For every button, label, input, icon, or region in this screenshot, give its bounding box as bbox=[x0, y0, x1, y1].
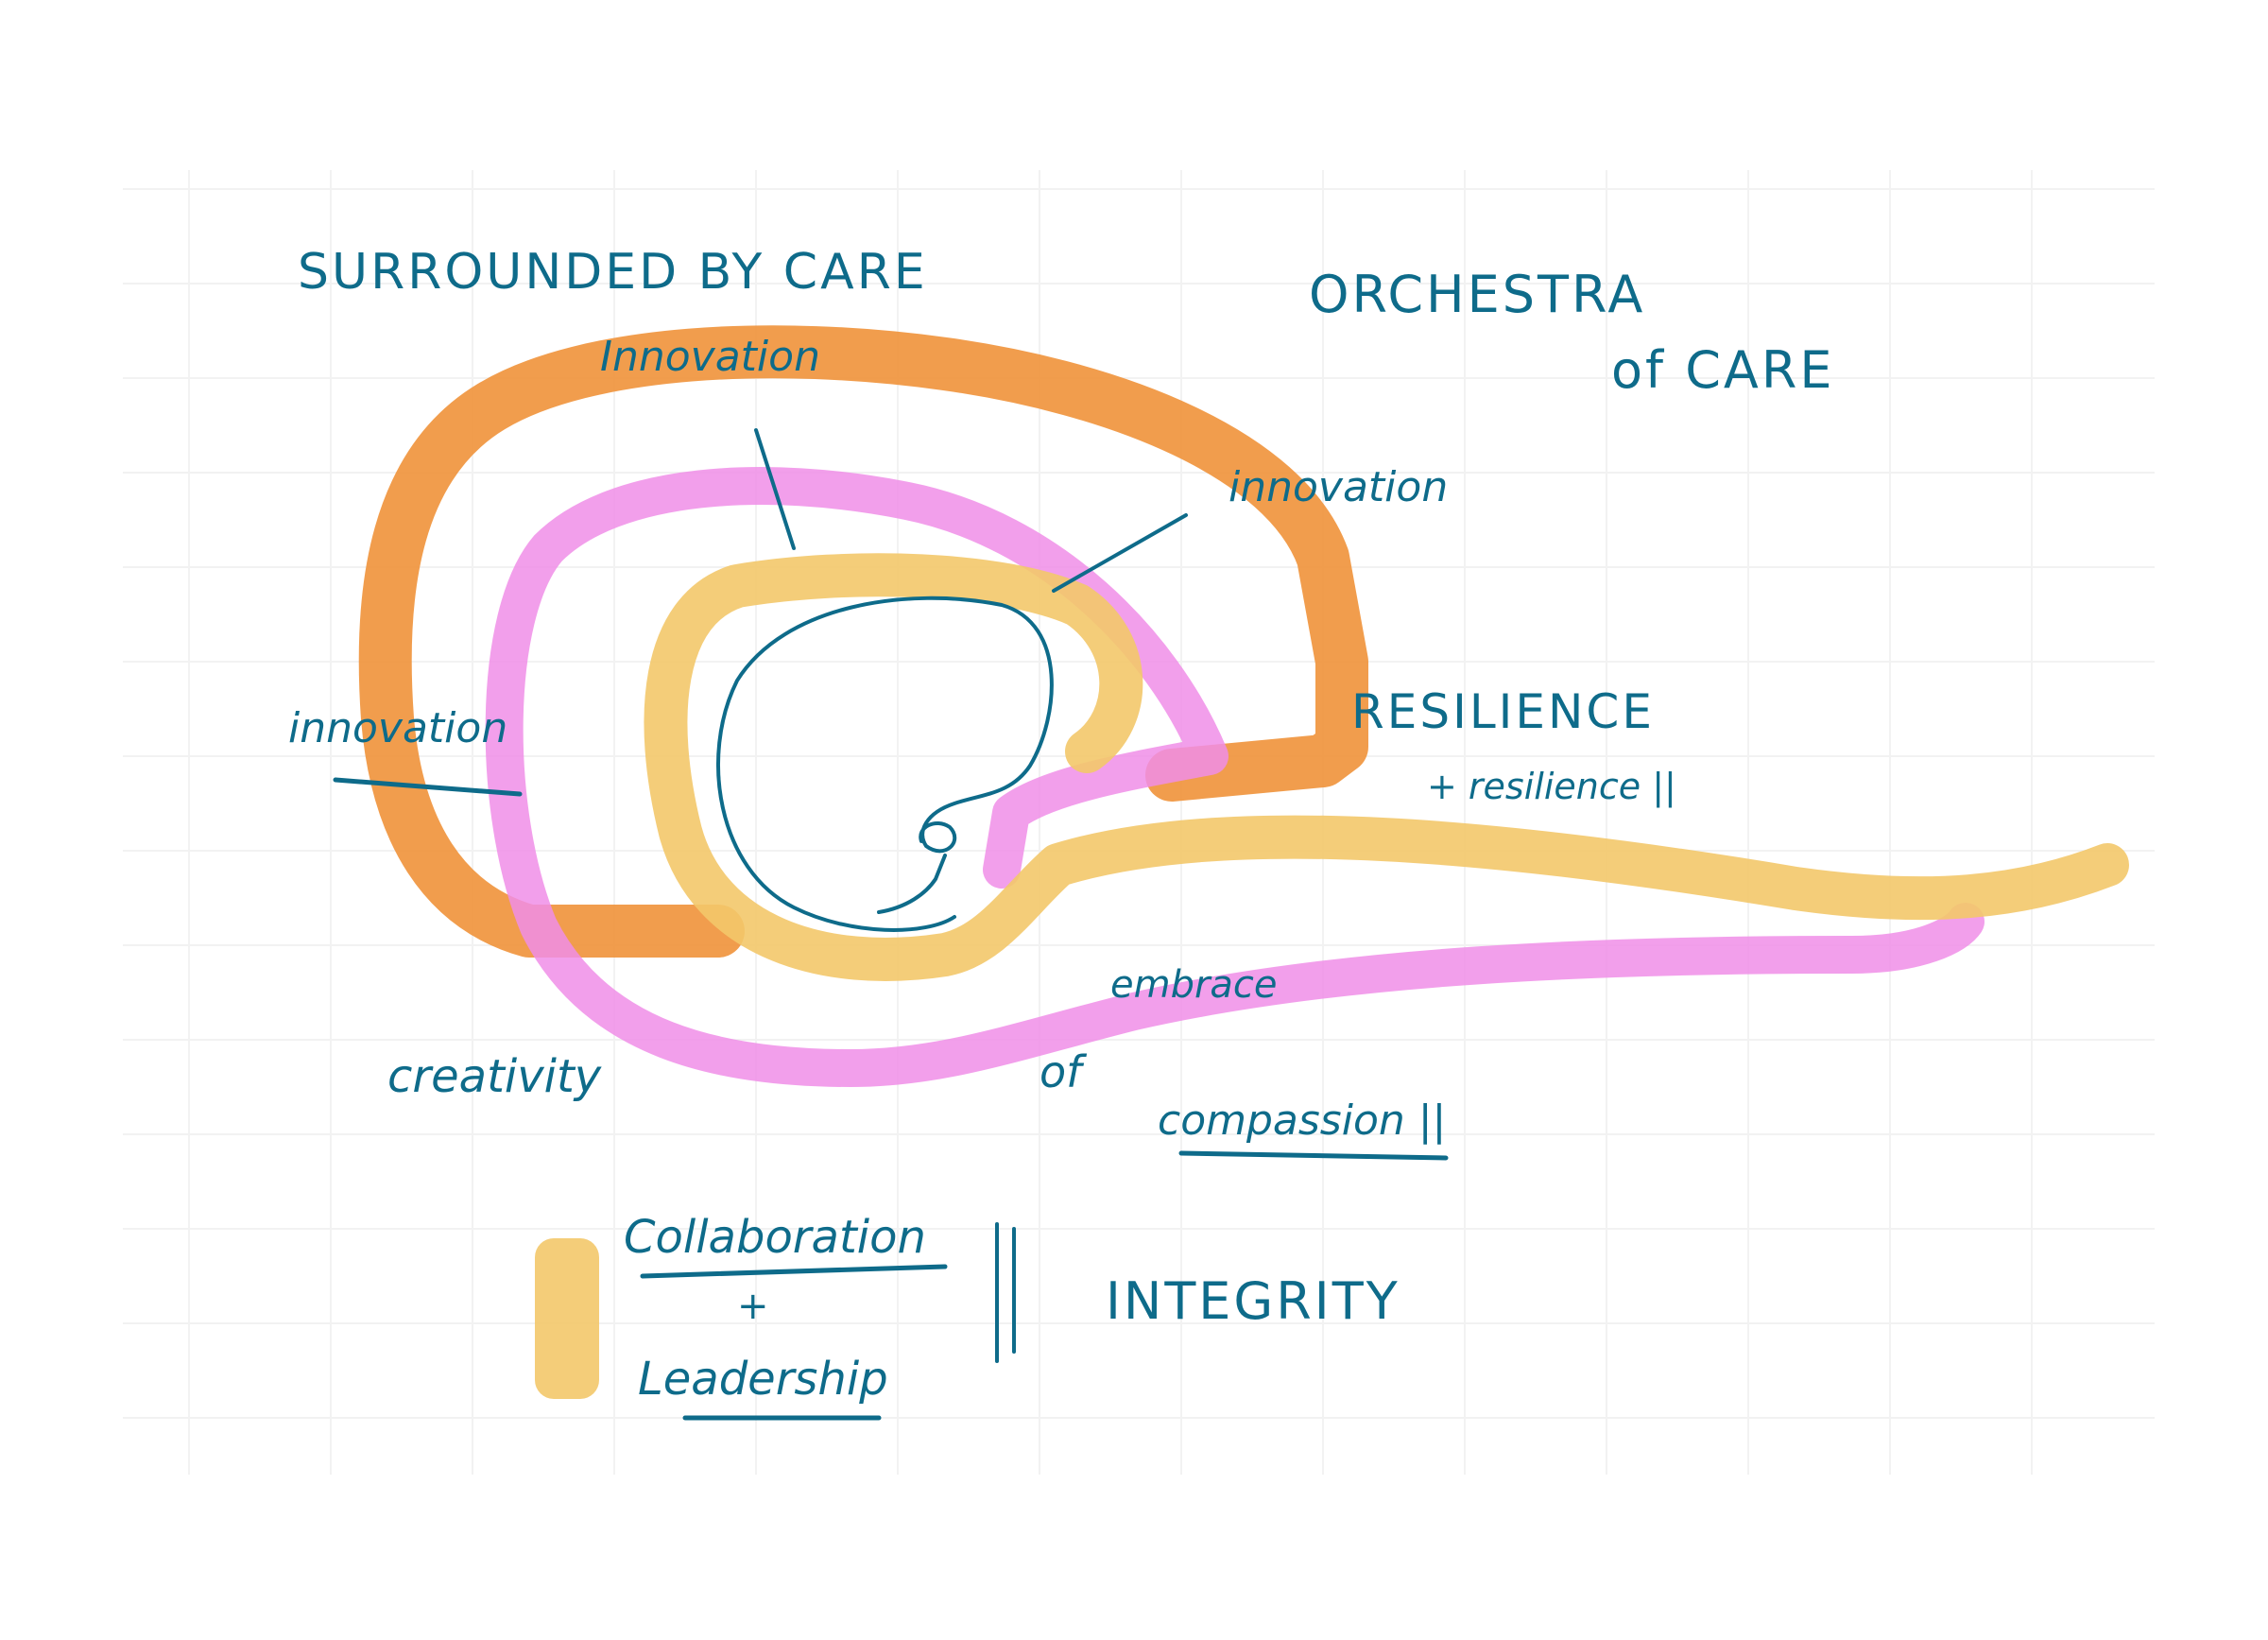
compassion-underline bbox=[1178, 1150, 1449, 1161]
label-creativity: creativity bbox=[387, 1050, 602, 1103]
ink-spiral-tail bbox=[877, 854, 947, 914]
collaboration-underline bbox=[640, 1264, 948, 1279]
yellow-care-band bbox=[644, 553, 2129, 981]
innovation-pointer-right bbox=[1052, 513, 1188, 593]
label-compassion: compassion || bbox=[1158, 1096, 1446, 1145]
heading-orchestra: ORCHESTRA bbox=[1309, 265, 1645, 324]
innovation-left-underline bbox=[333, 777, 523, 797]
label-embrace: embrace bbox=[1110, 963, 1278, 1007]
label-innovation-right: innovation bbox=[1228, 463, 1448, 511]
heading-surrounded-by-care: SURROUNDED BY CARE bbox=[298, 244, 928, 301]
legend-integrity: INTEGRITY bbox=[1106, 1271, 1400, 1331]
label-innovation-left: innovation bbox=[288, 704, 507, 752]
heading-of-care: of CARE bbox=[1611, 340, 1835, 400]
legend-collaboration: Collaboration bbox=[624, 1211, 926, 1264]
label-embrace-of: of bbox=[1040, 1046, 1087, 1097]
legend-swatch-yellow bbox=[535, 1238, 599, 1399]
label-resilience: RESILIENCE bbox=[1351, 684, 1655, 739]
innovation-pointer-top bbox=[754, 428, 796, 550]
label-resilience-small: + resilience || bbox=[1427, 766, 1676, 808]
ink-spiral bbox=[716, 596, 1054, 932]
legend-leadership: Leadership bbox=[638, 1353, 888, 1406]
legend-plus: + bbox=[737, 1285, 769, 1328]
paper-grid bbox=[123, 170, 2155, 1475]
label-innovation-top: Innovation bbox=[600, 333, 820, 381]
